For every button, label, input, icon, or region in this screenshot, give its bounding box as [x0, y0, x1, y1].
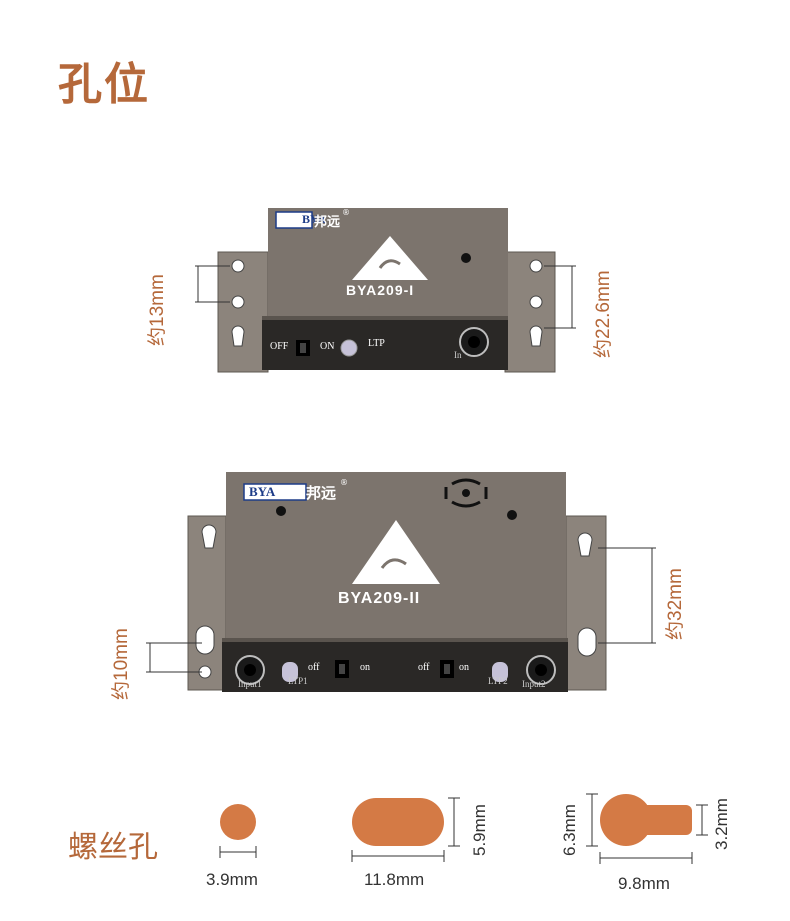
device2-on1: on [360, 662, 370, 673]
keyhole-neck: 3.2mm [712, 798, 731, 850]
device1-switch-on: ON [320, 341, 335, 352]
keyhole-height: 6.3mm [560, 804, 579, 856]
device1-switch-off: OFF [270, 341, 289, 352]
device1-led-label: LTP [368, 338, 385, 349]
device2-ltp2: LTP2 [488, 676, 508, 686]
device1-bracket-left [217, 251, 269, 373]
round-hole-width: 3.9mm [206, 870, 258, 889]
device2-off1: off [308, 662, 320, 673]
device1-logo-box [275, 211, 313, 229]
device2-off2: off [418, 662, 430, 673]
screw-holes-label: 螺丝孔 [68, 830, 158, 865]
device1-jack-label: In [454, 350, 462, 360]
device2-led1 [282, 662, 298, 682]
slot-hole-width: 11.8mm [364, 870, 425, 889]
slot-hole-shape [352, 798, 444, 846]
device2-model: BYA209-II [338, 590, 421, 607]
device2-speaker-icon [444, 478, 488, 508]
device2-esd-icon [352, 520, 440, 584]
device1-led [340, 339, 358, 357]
device2-input2: Input2 [522, 679, 546, 689]
device1-brand-latin: BYA [302, 212, 327, 226]
device2-brand-latin: BYA [249, 484, 276, 499]
device2-ltp1: LTP1 [288, 676, 308, 686]
device1-registered: ® [342, 208, 350, 217]
page-title: 孔位 [58, 59, 150, 110]
device2-on2: on [459, 662, 469, 673]
keyhole-shape [600, 794, 692, 846]
device2-led2 [492, 662, 508, 682]
device2-logo-box [243, 483, 307, 501]
device1-front-face [262, 318, 508, 370]
device1-brand-cn: 邦远 [314, 215, 341, 230]
device1-model: BYA209-I [346, 282, 415, 298]
keyhole-width: 9.8mm [618, 874, 670, 893]
device2-input1: Input1 [238, 679, 262, 689]
device2-front-face [222, 640, 568, 692]
device2-brand-cn: 邦远 [306, 484, 337, 502]
slot-hole-height: 5.9mm [470, 804, 489, 856]
round-hole-shape [220, 804, 256, 840]
device2-registered: ® [340, 478, 348, 487]
device1-esd-icon [352, 236, 428, 280]
